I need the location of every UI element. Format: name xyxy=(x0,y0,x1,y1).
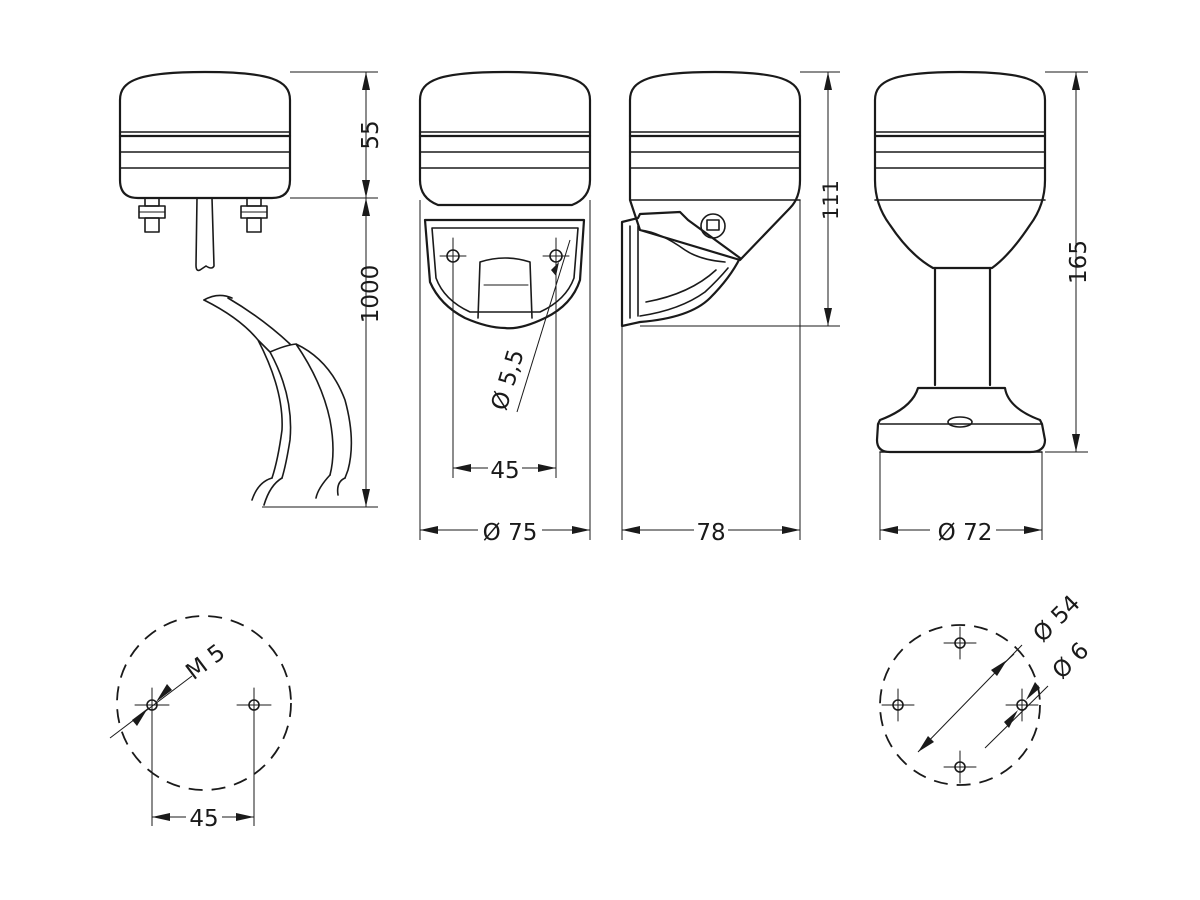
lamp-dome-pole xyxy=(873,70,1047,270)
pole xyxy=(933,266,992,387)
dim-diameter-6-label: Ø 6 xyxy=(1048,638,1095,685)
pole-base xyxy=(875,386,1047,454)
bracket-front xyxy=(423,218,586,330)
lamp-dome-front xyxy=(418,70,592,207)
view-pole-mount: 165 Ø 72 xyxy=(873,70,1092,546)
dim-45-bottom-label: 45 xyxy=(189,806,218,832)
base-hole-bottom xyxy=(943,750,977,784)
dim-hole-label: Ø 5,5 xyxy=(487,347,530,414)
stud-right xyxy=(240,197,268,233)
view-bracket-side: 111 78 xyxy=(620,70,843,546)
dim-45-label: 45 xyxy=(490,458,519,484)
view-hole-pattern-base: Ø 54 Ø 6 xyxy=(879,591,1095,786)
view-hole-pattern-m5: M 5 45 xyxy=(109,615,292,832)
lamp-dome-side xyxy=(628,70,802,262)
dim-78-label: 78 xyxy=(696,520,725,546)
bracket-side xyxy=(620,210,742,328)
base-hole-top xyxy=(943,626,977,660)
cable-stub xyxy=(195,197,215,272)
dim-diameter-72-label: Ø 72 xyxy=(938,520,993,546)
dim-1000-label: 1000 xyxy=(358,265,384,324)
view-bracket-front: Ø 5,5 45 Ø 75 xyxy=(418,70,592,546)
base-hole-left xyxy=(881,688,915,722)
dim-111-label: 111 xyxy=(819,180,843,220)
base-outline-circle xyxy=(879,624,1041,786)
cable-wires xyxy=(203,297,353,479)
view-cable-mount: 55 1000 xyxy=(118,70,384,508)
base-hole-right xyxy=(1005,688,1039,722)
dim-diameter-75-label: Ø 75 xyxy=(483,520,538,546)
outline-circle xyxy=(116,615,292,791)
lamp-dome xyxy=(118,70,292,200)
dim-165-label: 165 xyxy=(1066,240,1092,284)
dim-55-label: 55 xyxy=(358,120,384,149)
stud-left xyxy=(138,197,166,233)
